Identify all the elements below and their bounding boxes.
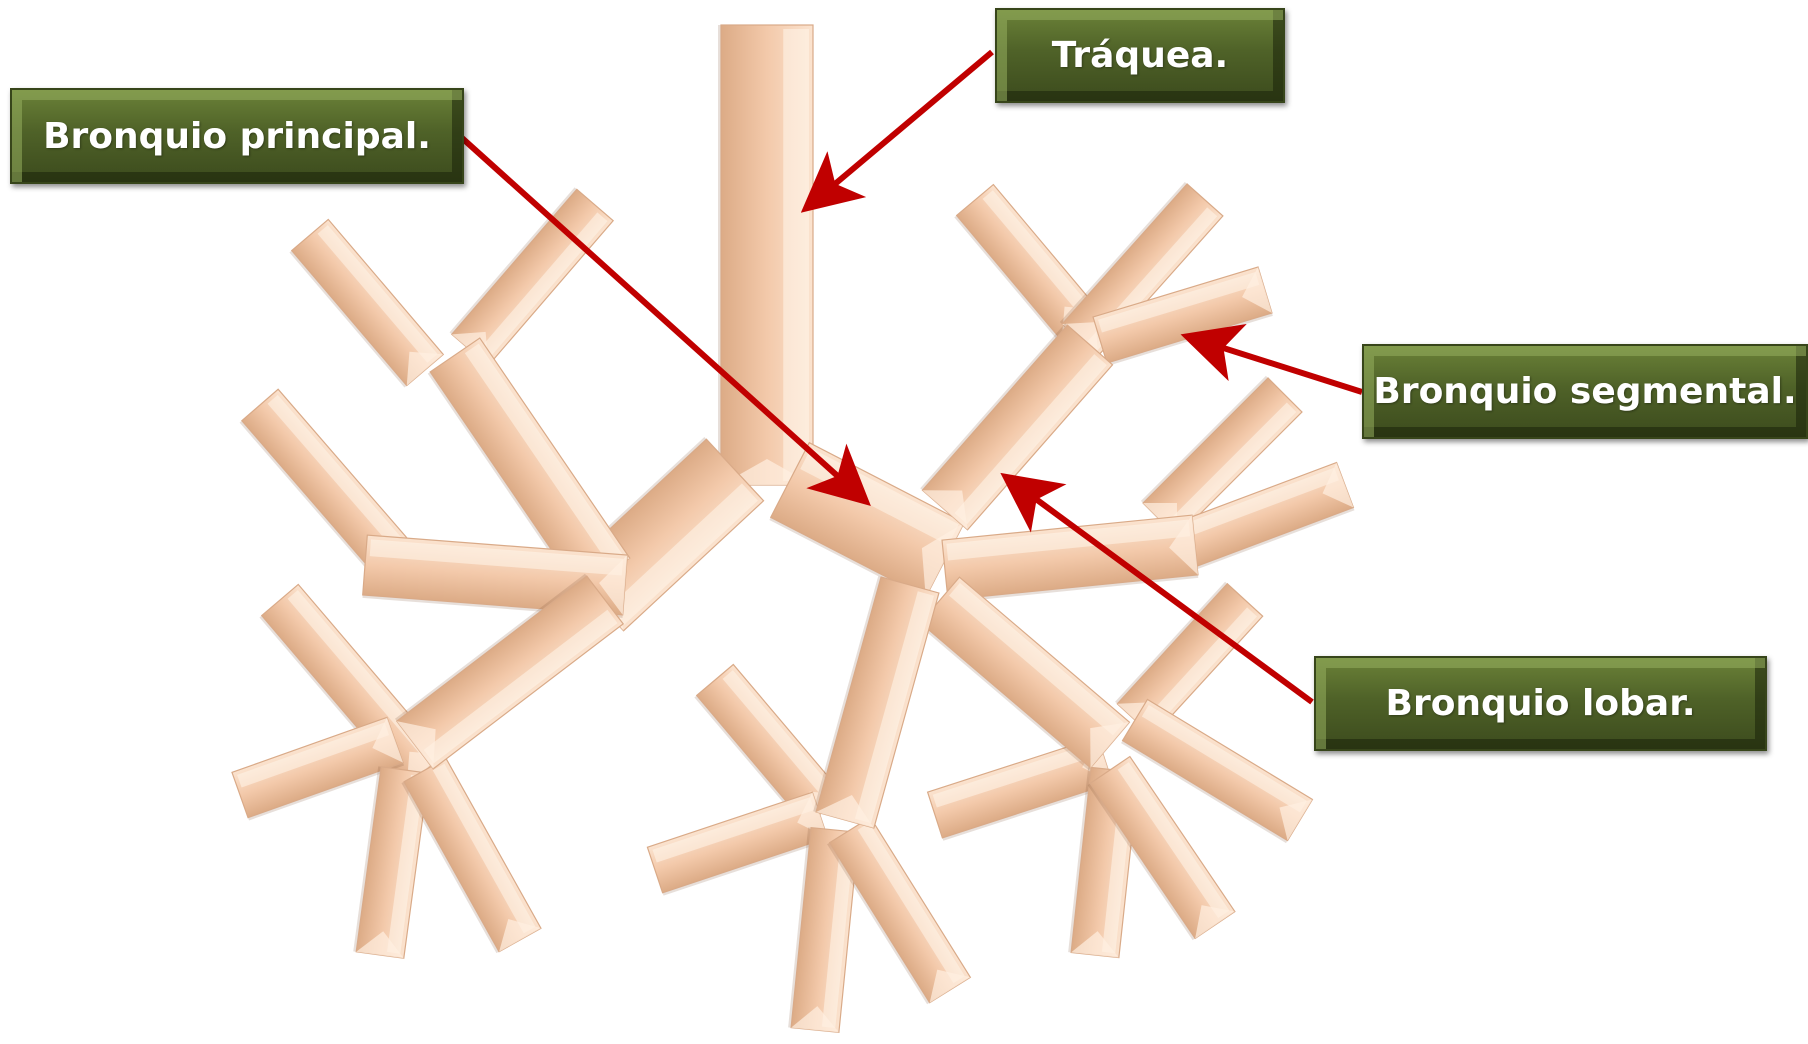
label-bronquio-lobar: Bronquio lobar.: [1314, 656, 1767, 751]
tube-left-seg-b: [450, 187, 614, 365]
label-bronquio-segmental: Bronquio segmental.: [1362, 344, 1808, 439]
arrow-traquea: [810, 52, 992, 205]
tube-left-seg-g: [401, 758, 541, 953]
label-bronquio-principal: Bronquio principal.: [10, 88, 464, 184]
tube-left-seg-a: [289, 219, 443, 387]
tube-trachea: [718, 25, 813, 485]
tube-right-seg-f: [1115, 582, 1263, 736]
tube-lobar-bottom: [813, 576, 939, 828]
tube-main-right: [769, 443, 964, 600]
tube-lobar-right-upper: [920, 323, 1112, 530]
arrow-bronquio-segmental: [1192, 338, 1362, 392]
label-traquea: Tráquea.: [995, 8, 1285, 103]
tube-lobar-right-lower: [919, 577, 1130, 770]
tube-mid-seg-b: [647, 792, 828, 895]
